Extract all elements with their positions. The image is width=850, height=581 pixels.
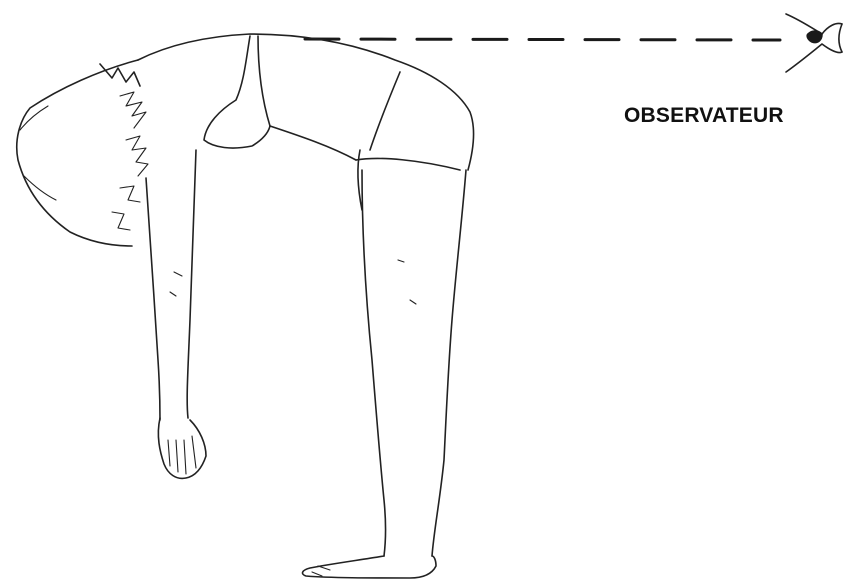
arm [146, 150, 196, 420]
leg [362, 170, 466, 556]
observer-label: OBSERVATEUR [624, 104, 784, 128]
eye-icon [786, 14, 842, 72]
hair [17, 60, 148, 246]
torso [138, 34, 474, 210]
foot [303, 556, 436, 578]
hand [158, 418, 206, 478]
line-of-sight [305, 39, 780, 40]
